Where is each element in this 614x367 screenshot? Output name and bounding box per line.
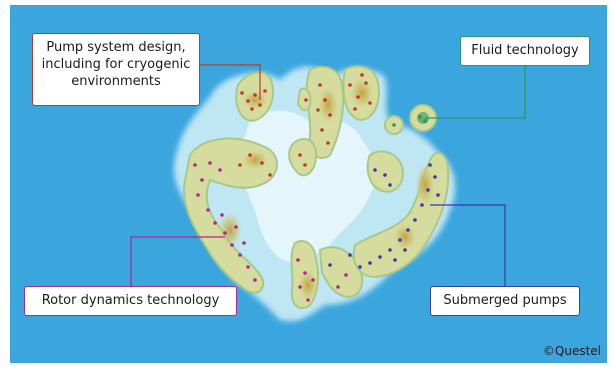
fluid-leader [425,66,525,118]
fluid-technology-label: Fluid technology [460,36,590,66]
rotor-dynamics-label: Rotor dynamics technology [24,286,237,316]
patent-landscape-map: Pump system design, including for cryoge… [10,5,607,363]
pump-design-label: Pump system design, including for cryoge… [32,33,200,106]
copyright-notice: ©Questel [543,344,601,358]
submerged-pumps-label: Submerged pumps [430,286,580,316]
